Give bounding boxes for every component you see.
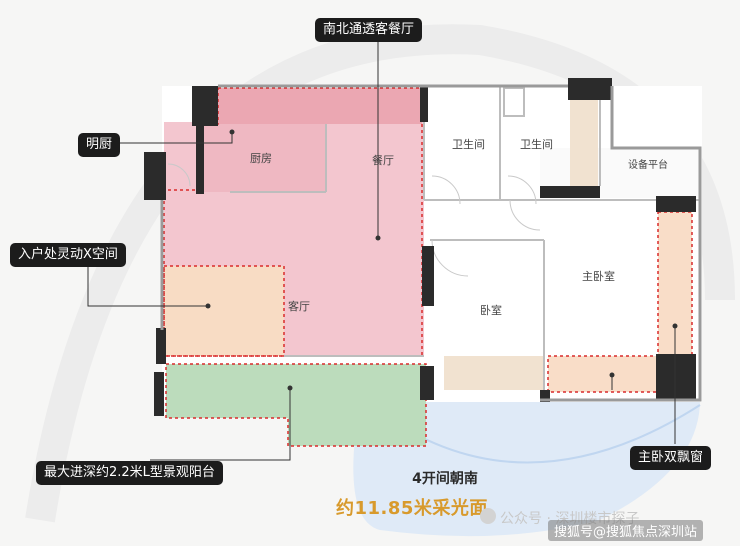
headline-four-bays-south: 4开间朝南 bbox=[412, 471, 478, 487]
headline-light-width: 约11.85米采光面 bbox=[336, 498, 488, 519]
bedroom-window-strip bbox=[444, 356, 544, 390]
door-swings bbox=[167, 163, 541, 277]
watermark-sohu: 搜狐号@搜狐焦点深圳站 bbox=[548, 520, 704, 541]
room-label-bathroom-2: 卫生间 bbox=[520, 138, 553, 151]
outer-walls bbox=[160, 84, 702, 402]
room-label-kitchen: 厨房 bbox=[250, 152, 272, 165]
callout-open-kitchen: 明厨 bbox=[78, 133, 121, 157]
room-label-bathroom-1: 卫生间 bbox=[452, 138, 485, 151]
callout-bay-window: 主卧双飘窗 bbox=[630, 446, 712, 470]
sunlight-arc bbox=[353, 400, 700, 537]
callout-balcony: 最大进深约2.2米L型景观阳台 bbox=[36, 461, 223, 485]
structural-walls bbox=[144, 78, 696, 416]
l-balcony bbox=[166, 364, 426, 446]
room-label-living: 客厅 bbox=[288, 300, 310, 313]
callout-entry-space: 入户处灵动X空间 bbox=[10, 243, 126, 267]
room-label-bedroom: 卧室 bbox=[480, 304, 502, 317]
kitchen-top-band bbox=[218, 88, 422, 124]
callout-living-dining: 南北通透客餐厅 bbox=[315, 18, 423, 42]
bath-strip bbox=[570, 98, 598, 186]
wechat-icon bbox=[480, 508, 496, 524]
interior-walls bbox=[230, 86, 700, 400]
entry-x-space bbox=[164, 266, 284, 356]
kitchen-room bbox=[202, 124, 326, 192]
room-label-master: 主卧室 bbox=[582, 270, 615, 283]
room-label-equipment: 设备平台 bbox=[628, 160, 668, 171]
